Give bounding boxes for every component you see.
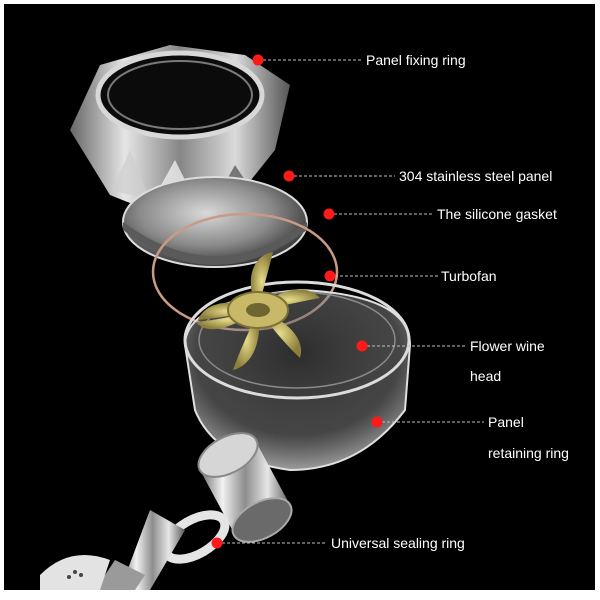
label-turbofan: Turbofan [441, 268, 497, 284]
marker-dot-flower-wine-head [356, 340, 368, 352]
label-stainless-steel-panel: 304 stainless steel panel [399, 168, 553, 184]
leader-lines [217, 59, 484, 544]
stainless-steel-panel-part [122, 176, 308, 268]
label-flower-wine-head-line1: Flower wine [470, 338, 545, 354]
label-silicone-gasket: The silicone gasket [437, 206, 557, 222]
turbofan-part [196, 252, 320, 370]
label-universal-sealing-ring: Universal sealing ring [331, 535, 465, 551]
label-panel-fixing-ring: Panel fixing ring [366, 52, 466, 68]
marker-dot-silicone-gasket [323, 208, 335, 220]
marker-dot-universal-sealing-ring [211, 537, 223, 549]
marker-dot-turbofan [324, 270, 336, 282]
marker-dot-panel-fixing-ring [252, 54, 264, 66]
label-panel-retaining-ring-line1: Panel [488, 414, 524, 430]
label-flower-wine-head-line2: head [470, 368, 502, 384]
threaded-connector-part [197, 432, 293, 543]
marker-dots [211, 54, 383, 549]
label-panel-retaining-ring-line2: retaining ring [488, 445, 569, 461]
handle-part [40, 510, 185, 590]
marker-dot-stainless-steel-panel [283, 170, 295, 182]
marker-dot-panel-retaining-ring [371, 416, 383, 428]
